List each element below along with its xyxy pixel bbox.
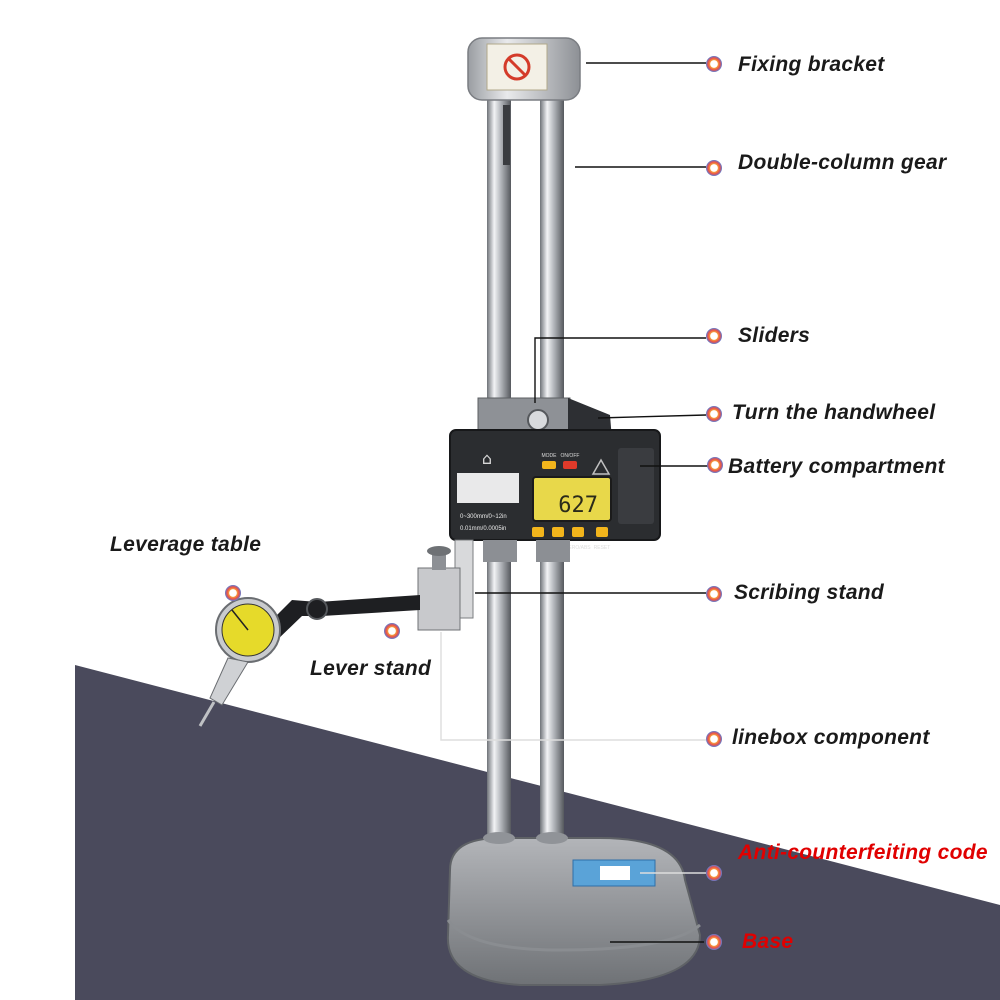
scribing-stand — [417, 539, 474, 631]
zero-button-label: ZERO/ABS — [565, 545, 591, 551]
mode-button[interactable] — [542, 461, 556, 469]
label-base: Base — [742, 930, 794, 953]
brand-icon: ⌂ — [482, 449, 492, 468]
warning-icon — [591, 458, 611, 475]
leader-handwheel — [597, 414, 707, 419]
callout-dot — [706, 731, 722, 747]
label-anti-counterfeiting-code: Anti-counterfeiting code — [738, 841, 988, 864]
lcd-reading: 627 — [558, 493, 598, 518]
leader-linebox — [440, 632, 706, 741]
fixing-bracket — [467, 37, 581, 101]
label-double-column-gear: Double-column gear — [738, 151, 947, 174]
label-turn-handwheel: Turn the handwheel — [732, 401, 936, 424]
dial-stylus — [198, 701, 216, 727]
callout-dot — [706, 934, 722, 950]
callout-dot — [707, 457, 723, 473]
lcd-screen — [532, 476, 612, 522]
leader-sliders — [534, 337, 706, 403]
range-text-1: 0~300mm/0~12in — [460, 514, 507, 520]
range-text-2: 0.01mm/0.0005in — [460, 526, 506, 532]
func-button-1[interactable] — [532, 527, 544, 537]
callout-dot — [706, 56, 722, 72]
digital-display-unit: ⌂ 627 0~300mm/0~12in 0.01mm/0.0005in MOD… — [449, 429, 661, 551]
table-surface — [75, 665, 1000, 1000]
battery-cover — [618, 448, 654, 524]
reset-button-label: RESET — [594, 545, 611, 551]
callout-dot — [706, 406, 722, 422]
callout-dot — [706, 328, 722, 344]
func-button-2[interactable] — [552, 527, 564, 537]
lever-arm — [262, 595, 420, 642]
leader-lines — [440, 62, 708, 943]
label-sliders: Sliders — [738, 324, 811, 347]
callout-dots — [225, 56, 723, 950]
label-scribing-stand: Scribing stand — [734, 581, 885, 604]
callout-dot — [706, 160, 722, 176]
label-battery-compartment: Battery compartment — [728, 455, 945, 478]
dial-indicator — [198, 597, 281, 727]
gauge-base — [446, 837, 702, 986]
prohibition-icon — [503, 53, 531, 81]
slider-block — [477, 397, 571, 435]
label-lever-stand: Lever stand — [310, 657, 432, 680]
onoff-button[interactable] — [563, 461, 577, 469]
mode-button-label: MODE — [542, 453, 558, 459]
callout-dot — [706, 865, 722, 881]
label-leverage-table: Leverage table — [110, 533, 262, 556]
label-fixing-bracket: Fixing bracket — [738, 53, 885, 76]
label-linebox-component: linebox component — [732, 726, 930, 749]
callout-dot — [706, 586, 722, 602]
zero-button[interactable] — [572, 527, 584, 537]
callout-dot — [225, 585, 241, 601]
reset-button[interactable] — [596, 527, 608, 537]
callout-dot — [384, 623, 400, 639]
onoff-button-label: ON/OFF — [561, 453, 580, 459]
rack-strip — [503, 105, 510, 165]
